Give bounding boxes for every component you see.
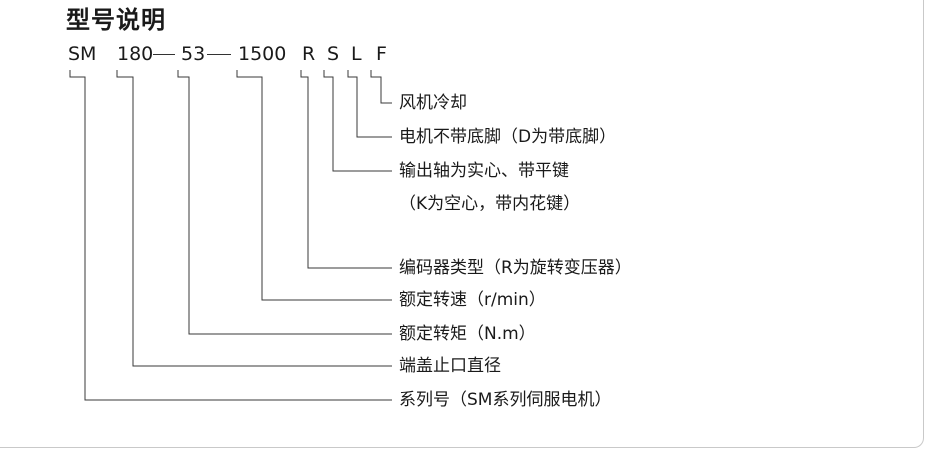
leader-base bbox=[347, 70, 392, 138]
code-cooling: F bbox=[376, 43, 387, 65]
code-torque: 53 bbox=[181, 43, 206, 65]
desc-torque: 额定转矩（N.m） bbox=[399, 324, 536, 344]
page-title: 型号说明 bbox=[66, 6, 166, 34]
desc-flange: 端盖止口直径 bbox=[399, 356, 501, 376]
code-speed: 1500 bbox=[238, 43, 287, 65]
leader-shaft bbox=[323, 70, 392, 172]
code-base: L bbox=[351, 43, 362, 65]
desc-cooling: 风机冷却 bbox=[399, 93, 467, 113]
code-shaft: S bbox=[327, 43, 340, 65]
desc-encoder: 编码器类型（R为旋转变压器） bbox=[399, 258, 632, 278]
desc-shaft: 输出轴为实心、带平键 bbox=[399, 161, 569, 181]
diagram-frame bbox=[0, 0, 924, 448]
code-separator bbox=[153, 54, 175, 55]
code-series: SM bbox=[68, 43, 97, 65]
leader-series bbox=[69, 70, 392, 401]
desc-shaft-note: （K为空心，带内花键） bbox=[399, 194, 581, 214]
leader-cooling bbox=[370, 70, 392, 104]
leader-flange bbox=[116, 70, 392, 367]
leader-encoder bbox=[300, 70, 392, 269]
code-separator bbox=[207, 54, 231, 55]
desc-base: 电机不带底脚（D为带底脚） bbox=[399, 127, 617, 147]
code-encoder: R bbox=[302, 43, 316, 65]
leader-torque bbox=[177, 70, 392, 335]
code-flange: 180 bbox=[117, 43, 154, 65]
desc-series: 系列号（SM系列伺服电机） bbox=[399, 390, 612, 410]
leader-speed bbox=[236, 70, 392, 301]
desc-speed: 额定转速（r/min） bbox=[399, 290, 546, 310]
